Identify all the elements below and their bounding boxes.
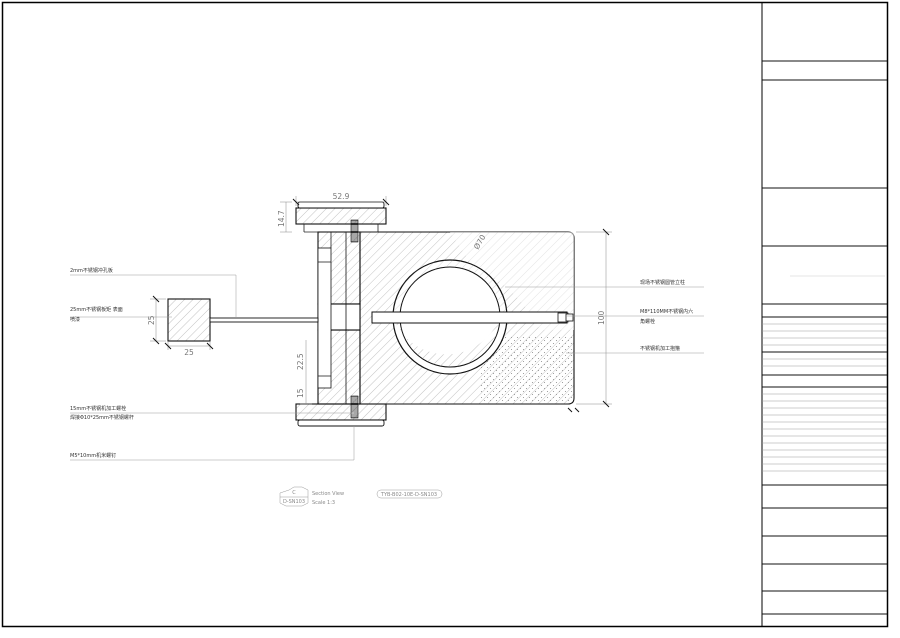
top-screw bbox=[350, 219, 359, 243]
bottom-cap bbox=[295, 403, 387, 421]
perforated-plate bbox=[209, 317, 319, 323]
label-site-pipe: 现场不锈钢圆管立柱 bbox=[640, 279, 685, 286]
dim-left-25-horizontal: 25 bbox=[184, 348, 194, 357]
label-hex-bolt-2: 角螺栓 bbox=[640, 318, 655, 325]
dim-mid-22-5: 22.5 bbox=[296, 353, 305, 370]
section-tag: C D-SN103 Section View Scale 1:3 TYB-B02… bbox=[279, 486, 443, 507]
section-letter: C bbox=[292, 490, 296, 496]
rect-tube bbox=[167, 298, 211, 342]
section-scale-label: Scale 1:3 bbox=[312, 500, 335, 506]
dim-mid-15: 15 bbox=[296, 388, 305, 398]
dimension-lines bbox=[150, 196, 612, 405]
title-block bbox=[761, 3, 887, 626]
label-block: 不锈钢机加工抱箍 bbox=[640, 345, 680, 352]
sheet-border bbox=[1, 1, 889, 628]
bottom-screw bbox=[350, 395, 359, 419]
section-sheet-ref: D-SN103 bbox=[283, 499, 305, 505]
label-perforated-plate: 2mm不锈钢冲孔板 bbox=[70, 267, 113, 274]
section-drawing-code: TYB-B02-10E-D-SN103 bbox=[380, 492, 437, 498]
dim-top-height: 14.7 bbox=[277, 210, 286, 227]
dim-top-width: 52.9 bbox=[333, 192, 350, 201]
dim-height-100: 100 bbox=[597, 310, 606, 325]
leader-lines bbox=[70, 274, 704, 461]
top-cap bbox=[295, 207, 387, 225]
dim-left-25-vertical: 25 bbox=[147, 315, 156, 325]
hex-bolt bbox=[371, 311, 568, 324]
label-machine-screw: M5*10mm机米螺钉 bbox=[70, 452, 116, 459]
label-screw-1: 15mm不锈钢机加工螺栓 bbox=[70, 405, 126, 412]
label-screw-2: 焊接Φ10*25mm不锈钢螺杆 bbox=[70, 414, 134, 421]
label-rect-tube-2: 喷漆 bbox=[70, 316, 80, 323]
label-hex-bolt-1: M8*110MM不锈钢内六 bbox=[640, 308, 693, 315]
dimension-ticks bbox=[152, 198, 610, 413]
block-dotted-zone bbox=[480, 335, 574, 404]
section-view-label: Section View bbox=[312, 491, 344, 497]
label-rect-tube-1: 25mm不锈钢板矩 表面 bbox=[70, 306, 123, 313]
section-detail bbox=[167, 201, 575, 427]
